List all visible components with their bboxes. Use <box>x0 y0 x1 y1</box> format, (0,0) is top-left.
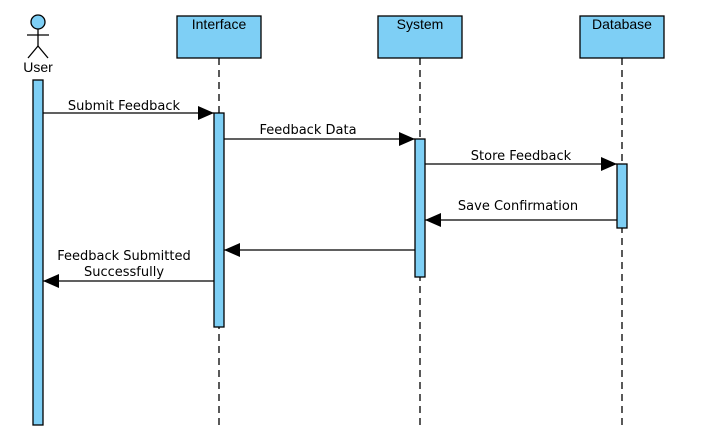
participant-system: System <box>377 15 463 59</box>
participant-box-system <box>377 15 463 59</box>
message-store-feedback: Store Feedback <box>425 149 617 171</box>
message-submit-feedback: Submit Feedback <box>43 99 214 120</box>
message-label: Store Feedback <box>471 149 572 164</box>
message-label: Feedback Data <box>259 123 356 138</box>
message-label: Save Confirmation <box>458 199 578 214</box>
participant-interface: Interface <box>176 15 262 59</box>
activation-bar-system <box>414 138 426 278</box>
message-feedback-data: Feedback Data <box>224 123 415 146</box>
participant-label-database: Database <box>592 16 652 32</box>
message-label-line1: Feedback Submitted <box>57 249 191 264</box>
activation-bar-interface <box>213 112 225 328</box>
activation-bar-database <box>616 163 628 229</box>
participant-box-interface <box>176 15 262 59</box>
message-label-line2: Successfully <box>84 265 164 280</box>
participant-label-system: System <box>397 16 444 32</box>
user-stick-figure-icon <box>27 14 49 59</box>
user-actor: User <box>23 14 53 75</box>
message-save-confirmation: Save Confirmation <box>425 199 617 227</box>
participant-label-interface: Interface <box>192 16 247 32</box>
message-label: Submit Feedback <box>68 99 181 114</box>
message-feedback-submitted: Feedback Submitted Successfully <box>43 249 214 288</box>
participant-database: Database <box>579 15 665 59</box>
participant-box-database <box>579 15 665 59</box>
user-actor-label: User <box>23 59 53 75</box>
activation-bar-user <box>32 79 44 426</box>
